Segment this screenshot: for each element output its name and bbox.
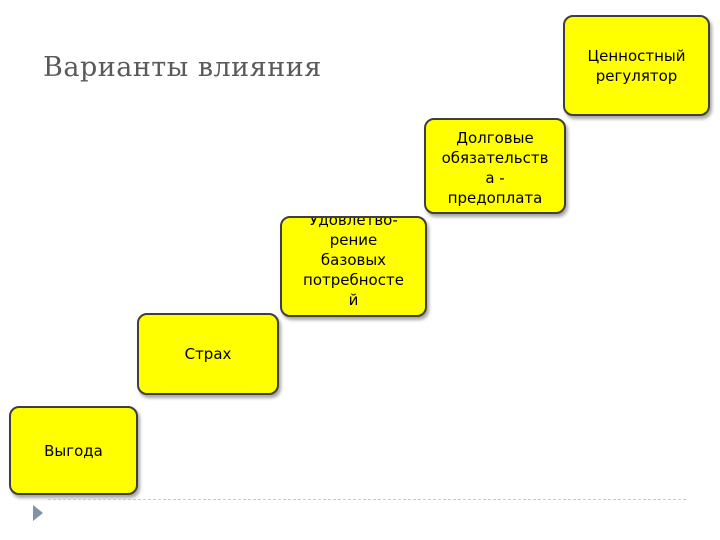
step-fear: Страх <box>137 313 279 395</box>
slide-title: Варианты влияния <box>43 52 322 83</box>
step-value-regulator: Ценностный регулятор <box>563 15 710 116</box>
triangle-right-icon <box>33 505 43 521</box>
step-debt-prepayment-label: Долговые обязательств а - предоплата <box>441 129 549 207</box>
footer-divider <box>48 499 686 500</box>
step-value-regulator-label: Ценностный регулятор <box>587 46 686 85</box>
step-benefit-label: Выгода <box>44 441 103 460</box>
step-basic-needs: Удовлетво- рение базовых потребносте й <box>280 216 427 317</box>
step-benefit: Выгода <box>9 406 138 495</box>
step-debt-prepayment: Долговые обязательств а - предоплата <box>424 118 566 214</box>
step-fear-label: Страх <box>184 345 232 363</box>
step-basic-needs-label: Удовлетво- рение базовых потребносте й <box>303 216 404 309</box>
